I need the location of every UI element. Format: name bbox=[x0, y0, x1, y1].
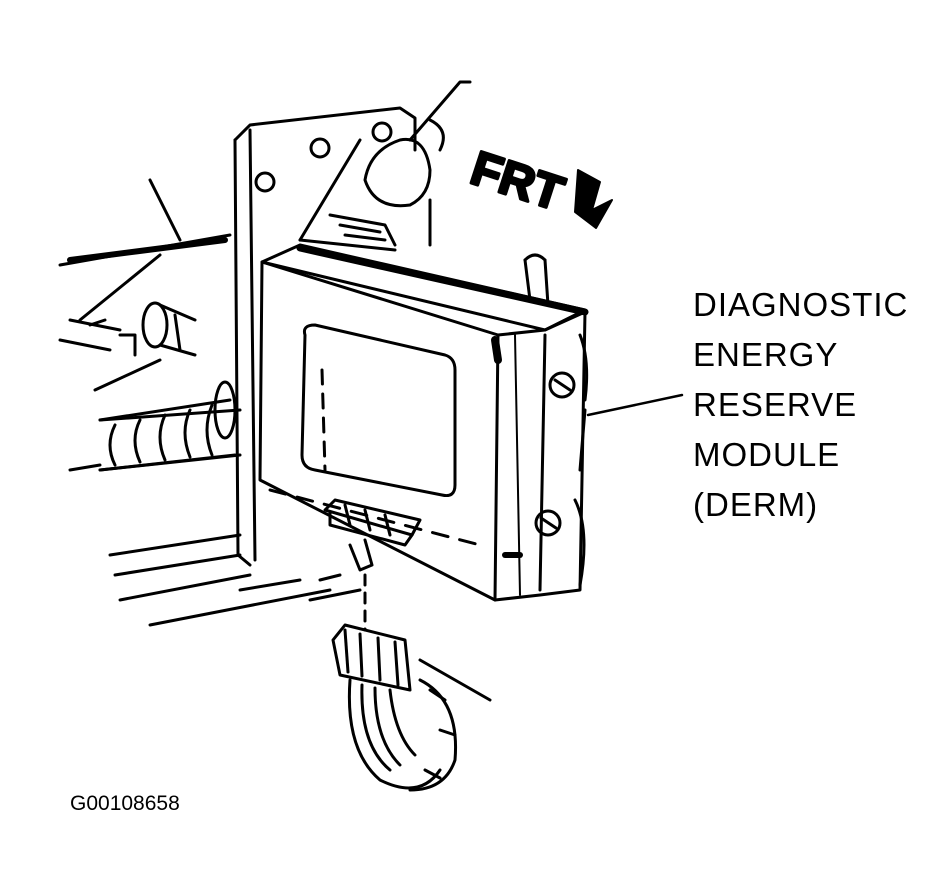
mounting-bracket bbox=[233, 106, 550, 567]
figure-id: G00108658 bbox=[70, 792, 180, 815]
harness-connector bbox=[331, 573, 458, 792]
dash-structure bbox=[58, 178, 492, 702]
wiring-conduit bbox=[98, 380, 237, 472]
left-connector bbox=[88, 301, 197, 357]
callout-line-3: RESERVE bbox=[693, 386, 858, 423]
callout-leader-line bbox=[586, 393, 684, 417]
hand bbox=[328, 80, 472, 247]
module-connector bbox=[323, 498, 422, 572]
derm-module bbox=[258, 243, 589, 602]
callout-line-2: ENERGY bbox=[693, 336, 839, 373]
callout-line-5: (DERM) bbox=[693, 486, 819, 523]
derm-callout: DIAGNOSTIC ENERGY RESERVE MODULE (DERM) bbox=[693, 280, 908, 530]
frt-label: FRT bbox=[465, 142, 570, 221]
callout-line-4: MODULE bbox=[693, 436, 841, 473]
callout-line-1: DIAGNOSTIC bbox=[693, 286, 909, 323]
front-direction-arrow: FRT bbox=[463, 141, 613, 229]
